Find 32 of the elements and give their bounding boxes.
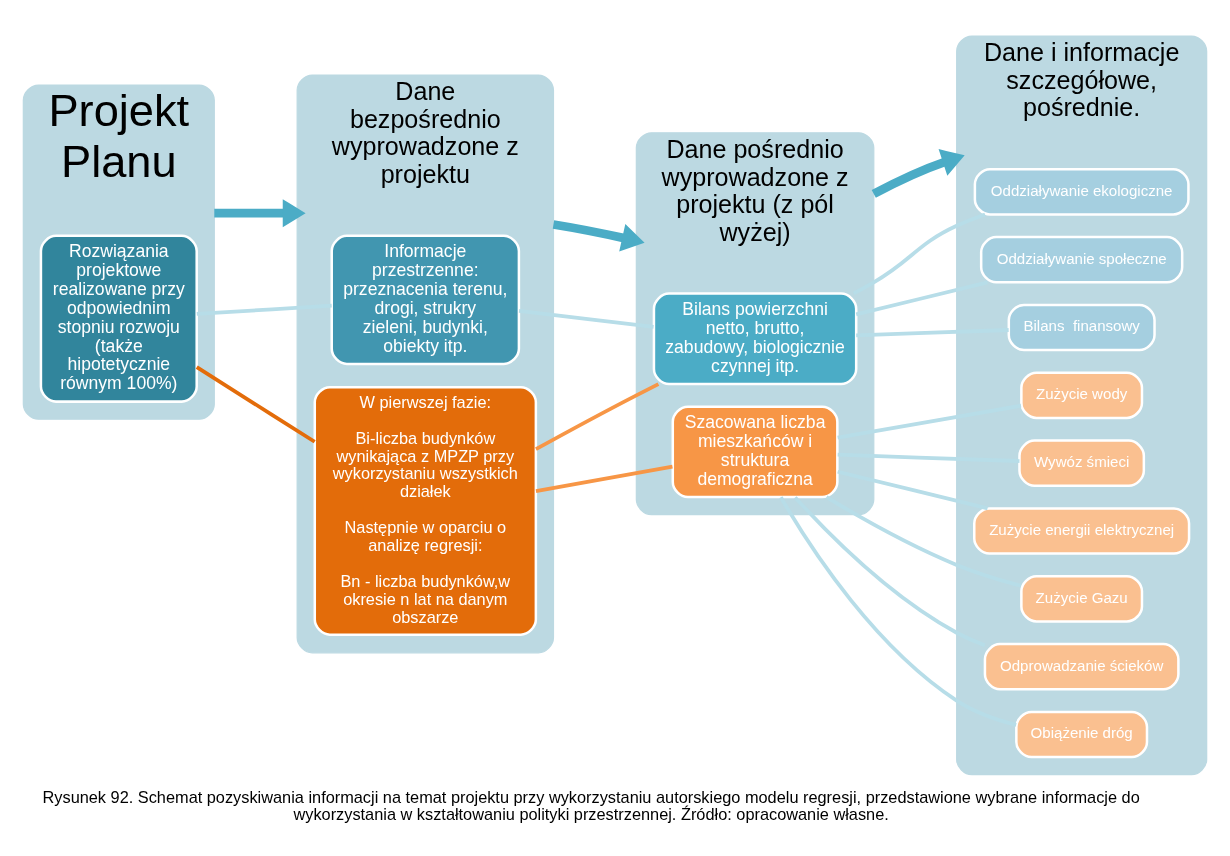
node-box: Zużycie Gazu xyxy=(1020,574,1144,623)
connector xyxy=(837,469,988,511)
connector xyxy=(195,365,316,444)
connector xyxy=(837,403,1022,440)
connector xyxy=(793,496,986,648)
connector xyxy=(852,212,986,296)
connector xyxy=(856,328,1009,338)
connector xyxy=(535,464,673,493)
node-box: Zużycie energii elektrycznej xyxy=(973,507,1191,555)
connector xyxy=(535,382,660,451)
caption: Rysunek 92. Schemat pozyskiwania informacji na temat projektu przy wykorzystaniu autorskiego modelu regresji, przedstawione wybrane informacje do wykorzystania w kształtowaniu polityki przestrzennej. Źródło: opracowanie własne. xyxy=(42,787,1140,824)
node-box: Wywóz śmieci xyxy=(1018,439,1146,488)
node-box: Zużycie wody xyxy=(1020,371,1144,420)
connector xyxy=(825,495,1022,588)
node-box: W pierwszej fazie: Bi-liczba budynków wynikająca z MPZP przy wykorzystaniu wszystkich działek Następnie w oparciu o analizę regresji: Bn - liczba budynków,w okresie n lat na danym obszarze xyxy=(313,385,538,636)
node-box: Odprowadzanie ścieków xyxy=(983,642,1180,691)
node-box: Obiążenie dróg xyxy=(1015,710,1149,759)
node-box: Bilans powierzchni netto, brutto, zabudowy, biologicznie czynnej itp. xyxy=(652,292,858,386)
node-box: Oddziaływanie społeczne xyxy=(979,235,1184,284)
node-box: Szacowana liczba mieszkańców i struktura demograficzna xyxy=(671,405,839,499)
node-box: Bilans finansowy xyxy=(1007,303,1156,352)
connector xyxy=(855,280,988,317)
node-box: Oddziaływanie ekologiczne xyxy=(973,167,1190,216)
arrow xyxy=(871,149,965,198)
arrow xyxy=(552,220,645,252)
connector xyxy=(518,309,654,329)
connector xyxy=(779,496,1017,727)
node-box: Rozwiązania projektowe realizowane przy odpowiednim stopniu rozwoju (także hipotetycznie równym 100%) xyxy=(39,234,198,403)
arrow xyxy=(214,199,306,228)
connector xyxy=(196,303,332,316)
node-box: Informacje przestrzenne: przeznacenia terenu, drogi, strukry zieleni, budynki, obiekty itp. xyxy=(330,234,521,366)
connector xyxy=(837,452,1020,463)
